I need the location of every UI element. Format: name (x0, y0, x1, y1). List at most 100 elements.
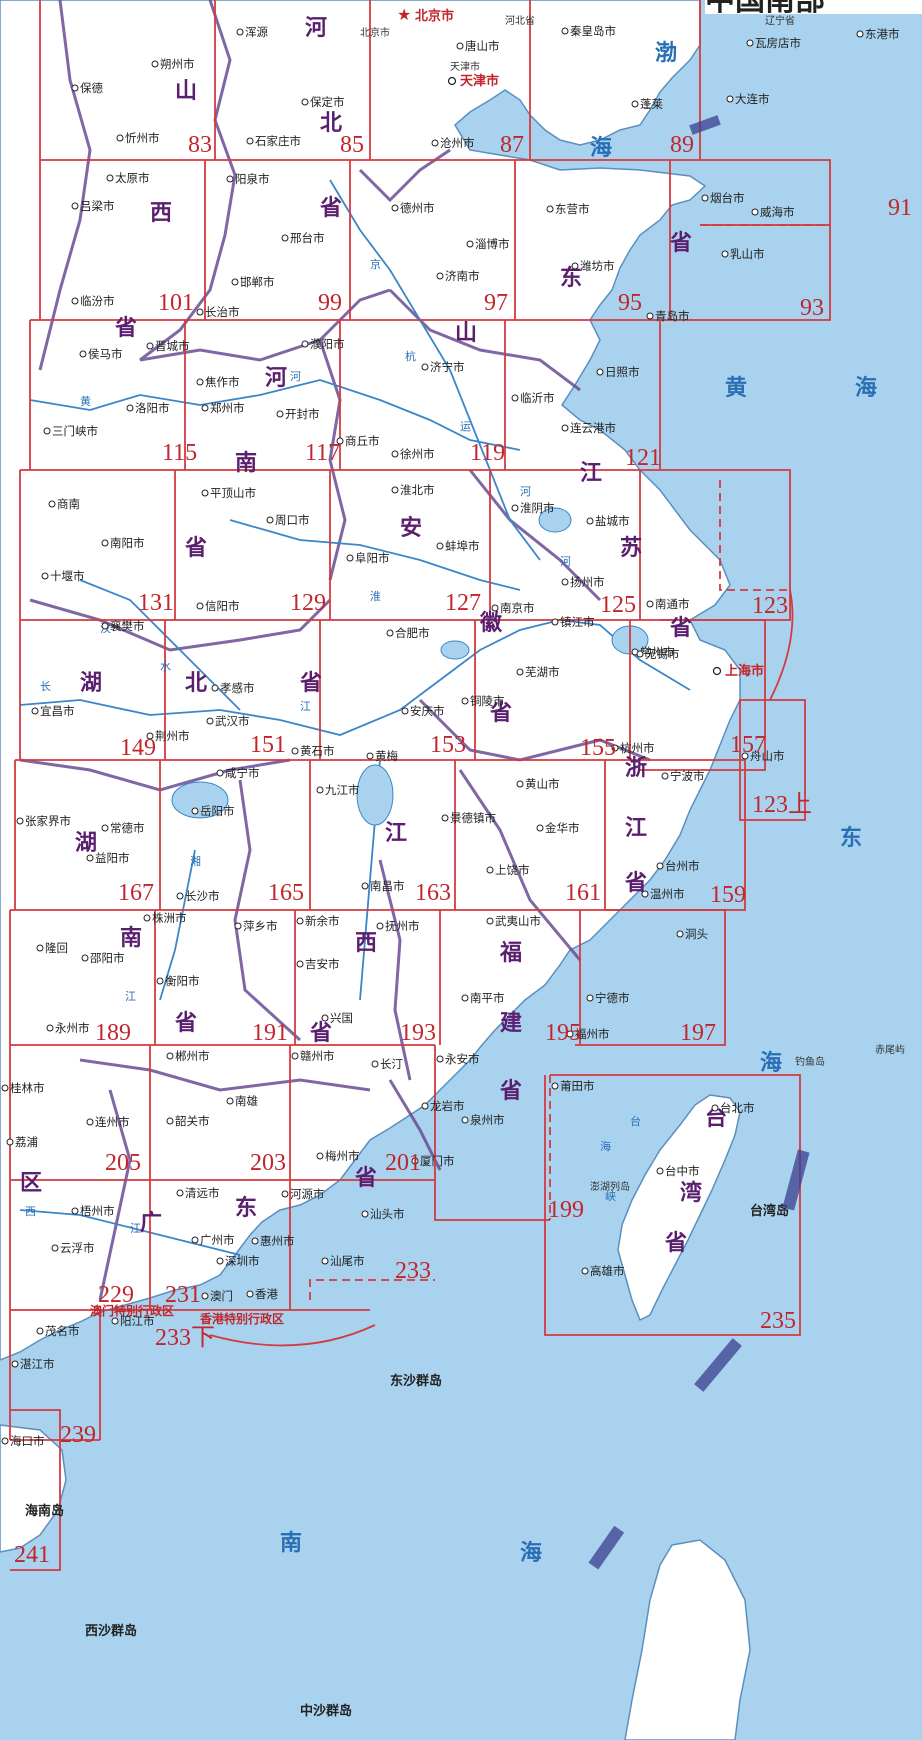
city-label: 长汀 (380, 1057, 403, 1071)
sheet-number: 125 (600, 592, 636, 618)
city-marker: 潍坊市 (571, 259, 615, 273)
city-dot-icon (586, 994, 594, 1002)
city-dot-icon (246, 137, 254, 145)
city-dot-icon (296, 917, 304, 925)
province-label: 省 (174, 1011, 197, 1036)
sea-label: 海 (760, 1050, 782, 1076)
city-marker: 萍乡市 (234, 919, 278, 933)
city-marker: 宁波市 (661, 769, 705, 783)
city-label: 商丘市 (345, 434, 380, 448)
sheet-number: 191 (252, 1020, 288, 1046)
city-dot-icon (146, 342, 154, 350)
island-label: 钓鱼岛 (795, 1055, 825, 1068)
province-label: 建 (500, 1011, 522, 1036)
province-label: 徽 (479, 610, 503, 636)
city-label: 荔浦 (15, 1135, 38, 1149)
city-marker: 深圳市 (216, 1254, 260, 1268)
city-label: 芜湖市 (525, 665, 560, 679)
hatch-mark-3 (588, 1525, 625, 1570)
city-marker: 济南市 (436, 269, 480, 283)
city-marker: 大连市 (726, 92, 770, 106)
city-marker: 梧州市 (71, 1204, 115, 1218)
sea-labels: 渤海黄海东海南海台海峡 (280, 40, 877, 1566)
lake-dongting (171, 781, 229, 819)
city-marker: 邯郸市 (231, 275, 275, 289)
city-label: 镇江市 (560, 615, 595, 629)
city-dot-icon (566, 1030, 574, 1038)
sheet-number: 117 (305, 440, 340, 466)
city-dot-icon (211, 684, 219, 692)
city-label: 永州市 (55, 1021, 90, 1035)
municipality: 上海市 (712, 663, 764, 679)
city-dot-icon (101, 824, 109, 832)
border-jiangxi-zhejiang (458, 769, 582, 961)
city-marker: 抚州市 (376, 919, 420, 933)
city-label: 盐城市 (595, 514, 630, 528)
city-dot-icon (441, 814, 449, 822)
city-label: 隆回 (45, 941, 68, 955)
river-label: 河 (520, 485, 531, 498)
city-marker: 常德市 (101, 821, 145, 835)
city-dot-icon (234, 922, 242, 930)
sheet-number: 165 (268, 880, 304, 906)
city-label: 阳泉市 (235, 172, 270, 186)
sheet-number: 121 (625, 445, 661, 471)
city-label: 宜昌市 (40, 704, 75, 718)
city-dot-icon (276, 410, 284, 418)
city-marker: 扬州市 (561, 575, 605, 589)
city-marker: 兴国 (321, 1011, 353, 1025)
city-dot-icon (461, 1116, 469, 1124)
province-label: 区 (20, 1171, 42, 1196)
city-dot-icon (386, 629, 394, 637)
island-label: 西沙群岛 (85, 1623, 137, 1639)
city-dot-icon (551, 1082, 559, 1090)
city-marker: 太原市 (106, 171, 150, 185)
city-dot-icon (81, 954, 89, 962)
city-marker: 惠州市 (251, 1234, 295, 1248)
city-label: 茂名市 (45, 1324, 80, 1338)
city-label: 舟山市 (750, 749, 785, 763)
city-label: 十堰市 (50, 569, 85, 583)
city-dot-icon (436, 542, 444, 550)
city-marker: 济宁市 (421, 360, 465, 374)
sheet-number: 155 (580, 735, 616, 761)
city-label: 邯郸市 (240, 275, 275, 289)
sea-label: 渤 (655, 40, 677, 66)
island-label: 海南岛 (25, 1503, 64, 1519)
province-label: 山 (175, 79, 197, 104)
city-label: 临沂市 (520, 391, 555, 405)
city-dot-icon (456, 42, 464, 50)
city-marker: 龙岩市 (421, 1099, 465, 1113)
province-label: 省 (624, 871, 647, 896)
city-marker: 乳山市 (721, 247, 765, 261)
city-dot-icon (1, 1437, 9, 1445)
city-dot-icon (116, 134, 124, 142)
city-marker: 镇江市 (551, 615, 595, 629)
sea-label: 海 (590, 135, 612, 161)
city-label: 烟台市 (710, 191, 745, 205)
city-marker: 日照市 (596, 365, 640, 379)
city-dot-icon (376, 922, 384, 930)
city-dot-icon (16, 817, 24, 825)
city-marker: 泉州市 (461, 1113, 505, 1127)
island-label: 台湾岛 (750, 1203, 789, 1219)
city-label: 萍乡市 (243, 919, 278, 933)
city-dot-icon (296, 960, 304, 968)
city-marker: 石家庄市 (246, 134, 301, 148)
city-marker: 商南 (48, 497, 80, 511)
city-marker: 台中市 (656, 1164, 700, 1178)
province-label: 安 (400, 515, 422, 541)
city-dot-icon (321, 1257, 329, 1265)
sheet-number: 205 (105, 1150, 141, 1176)
city-dot-icon (251, 1237, 259, 1245)
city-marker: 东营市 (546, 202, 590, 216)
municipality-label: 北京市 (415, 8, 454, 24)
sheet-number: 199 (548, 1197, 584, 1223)
city-label: 石家庄市 (255, 134, 301, 148)
city-marker: 上饶市 (486, 863, 530, 877)
city-label: 临汾市 (80, 294, 115, 308)
city-label: 襄樊市 (110, 619, 145, 633)
sheet-number: 127 (445, 590, 481, 616)
sheet-number: 91 (888, 195, 912, 221)
